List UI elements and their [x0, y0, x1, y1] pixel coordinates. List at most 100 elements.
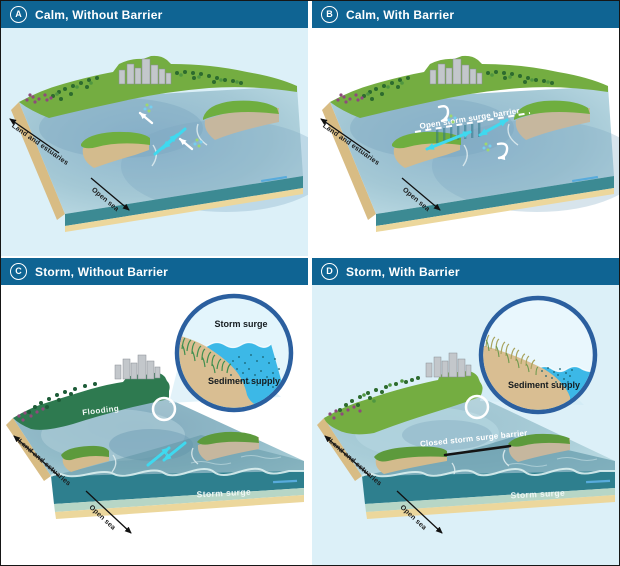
panel-d-body: Closed storm surge barrier Storm surge L…: [312, 285, 619, 565]
inset-sediment-dots: [541, 367, 573, 385]
front-face: Storm surge: [50, 467, 304, 519]
right-headland: [502, 433, 570, 467]
open-sea-arrow: [90, 177, 130, 211]
tidal-exchange-arrows: [153, 127, 187, 156]
storm-surge-front-label: Storm surge: [196, 487, 251, 500]
open-sea-arrow: [85, 490, 132, 534]
shrubs: [25, 93, 53, 104]
front-face: Storm surge: [361, 467, 615, 519]
coastal-block: Closed storm surge barrier Storm surge: [317, 352, 615, 519]
inset-content: Storm surge Sediment supply: [179, 319, 289, 408]
inset-green-grass: [485, 339, 539, 376]
barrier-closed-line: [443, 444, 512, 457]
left-headland: [81, 131, 157, 168]
coastal-block: [11, 55, 308, 232]
barrier-dashed-line: [414, 112, 531, 133]
panel-c-title: Storm, Without Barrier: [35, 264, 168, 279]
storm-wave-edge: [50, 467, 304, 478]
inset-magnifier: Storm surge Sediment supply: [151, 293, 294, 422]
edge-credit-mark: [260, 175, 288, 183]
exchange-arrows: [146, 441, 187, 467]
land: [19, 55, 297, 118]
panel-c-badge: C: [10, 263, 27, 280]
panel-c-header: C Storm, Without Barrier: [1, 258, 308, 285]
panel-b-title: Calm, With Barrier: [346, 7, 455, 22]
shrubs: [336, 93, 364, 104]
panel-a-illustration: Land and estuaries Open sea: [9, 55, 308, 232]
panel-d-title: Storm, With Barrier: [346, 264, 460, 279]
city-buildings: [114, 354, 161, 380]
land-arrow: [324, 435, 371, 477]
storm-wave-edge: [361, 467, 615, 478]
panel-a-body: Land and estuaries Open sea: [1, 28, 308, 256]
light-trees: [362, 379, 404, 403]
land-arrow: [13, 435, 60, 477]
coastal-block: [322, 55, 619, 232]
magnifier-origin-circle: [151, 396, 177, 422]
inset-sediment-dots: [230, 354, 280, 388]
panel-d-badge: D: [321, 263, 338, 280]
land-arrow: [9, 118, 60, 154]
panel-storm-without-barrier: C Storm, Without Barrier: [1, 258, 308, 565]
open-sea-arrow: [396, 490, 443, 534]
edge-credit-mark: [586, 479, 611, 484]
open-sea-arrow: [401, 177, 441, 211]
trees: [362, 70, 554, 101]
panel-storm-with-barrier: D Storm, With Barrier: [312, 258, 619, 565]
front-face: [65, 175, 303, 232]
edge-credit-mark: [572, 175, 599, 183]
right-headland: [196, 100, 279, 146]
land-arrow: [320, 118, 371, 154]
front-face: [376, 175, 614, 232]
inset-sediment-label: Sediment supply: [508, 380, 580, 390]
panel-calm-without-barrier: A Calm, Without Barrier: [1, 1, 308, 256]
city-buildings: [429, 58, 483, 85]
edge-credit-mark: [273, 479, 298, 484]
trees: [51, 70, 243, 101]
sediment-dots: [143, 103, 203, 148]
trees: [338, 376, 420, 412]
inset-storm-surge-label: Storm surge: [214, 319, 267, 329]
circulation-hooks: [437, 104, 509, 161]
left-cliff-face: [322, 102, 376, 220]
panel-a-badge: A: [10, 6, 27, 23]
city-buildings: [425, 352, 472, 378]
shrubs: [328, 405, 362, 420]
inset-magnifier: Sediment supply: [464, 295, 598, 420]
trees: [27, 382, 97, 414]
sediment-arrows: [138, 103, 203, 151]
inset-marsh-grass: [181, 337, 232, 374]
inset-dry-grass: [485, 334, 536, 370]
estuary-deep-shading: [402, 420, 492, 450]
magnifier-origin-circle: [464, 394, 490, 420]
right-headland: [191, 431, 259, 465]
land: [324, 371, 483, 435]
flooded-land: [13, 372, 170, 430]
inset-sand: [179, 335, 289, 408]
storm-surge-front-label: Storm surge: [510, 488, 565, 501]
left-cliff-face: [11, 102, 65, 220]
panel-c-illustration: Flooding: [6, 293, 304, 534]
exchange-arrows: [425, 118, 509, 151]
city-buildings: [118, 58, 172, 85]
light-trees: [55, 73, 239, 96]
sediment-dots: [447, 114, 492, 152]
estuary-basin-shading: [39, 98, 203, 158]
right-headland: [507, 100, 590, 146]
panel-c-body: Flooding: [1, 285, 308, 565]
panel-b-header: B Calm, With Barrier: [312, 1, 619, 28]
flooding-label: Flooding: [82, 404, 120, 417]
panel-a-header: A Calm, Without Barrier: [1, 1, 308, 28]
panel-b-badge: B: [321, 6, 338, 23]
panel-d-header: D Storm, With Barrier: [312, 258, 619, 285]
panel-a-title: Calm, Without Barrier: [35, 7, 163, 22]
inset-sediment-label: Sediment supply: [208, 376, 280, 386]
shrubs: [17, 407, 45, 422]
left-headland: [61, 445, 117, 473]
panel-d-illustration: Closed storm surge barrier Storm surge L…: [317, 295, 615, 534]
panel-b-illustration: Open storm surge barrier Land and estuar…: [320, 55, 619, 232]
estuary-basin-shading: [350, 98, 514, 158]
panel-b-body: Open storm surge barrier Land and estuar…: [312, 28, 619, 256]
land: [330, 55, 608, 118]
